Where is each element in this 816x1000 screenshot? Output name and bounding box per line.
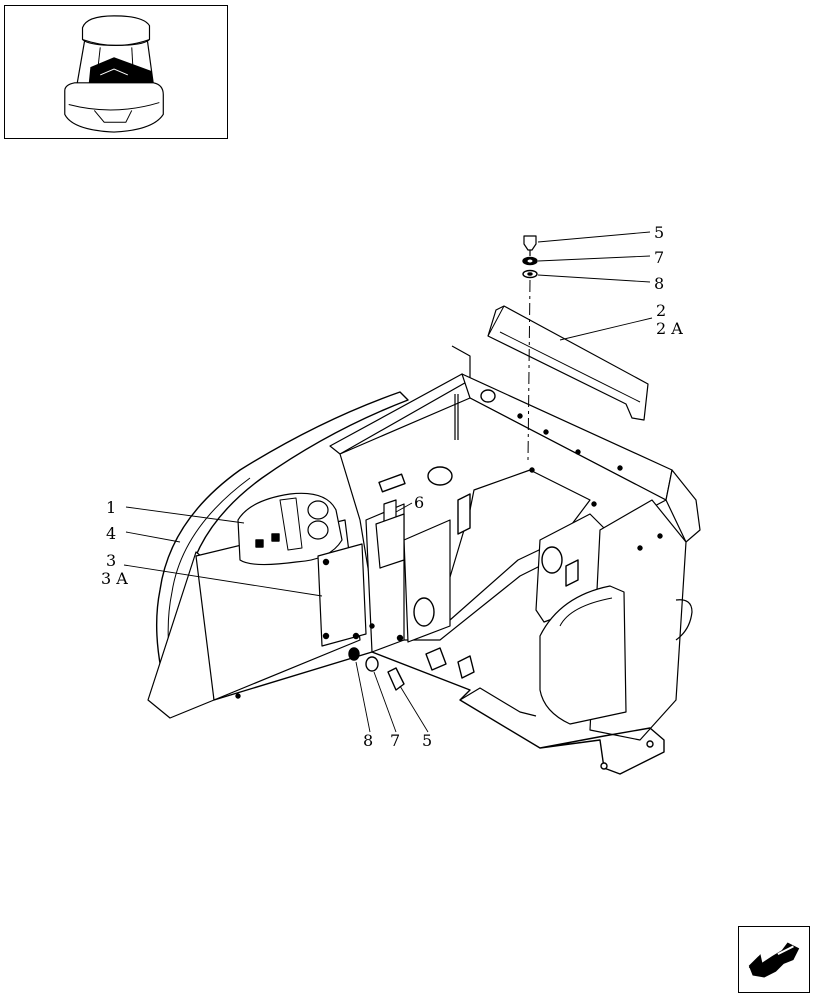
callout-top-8: 8 xyxy=(654,274,664,293)
arrow-back-icon xyxy=(748,942,800,978)
back-navigation-button[interactable] xyxy=(738,926,810,993)
callout-2: 2 xyxy=(656,301,666,320)
callout-bottom-8: 8 xyxy=(363,731,373,750)
platform-assembly-drawing xyxy=(147,235,701,775)
callout-3a: 3 A xyxy=(101,569,128,588)
callout-4: 4 xyxy=(106,524,116,543)
machine-overview-thumbnail xyxy=(4,5,228,139)
callout-bottom-5: 5 xyxy=(422,731,432,750)
callout-top-5: 5 xyxy=(654,223,664,242)
callout-2a: 2 A xyxy=(656,319,683,338)
callout-leaders xyxy=(123,231,653,733)
callout-top-7: 7 xyxy=(654,248,664,267)
callout-6: 6 xyxy=(414,493,424,512)
machine-thumbnail-drawing xyxy=(64,15,164,133)
callout-1: 1 xyxy=(106,498,116,517)
callout-labels: 5 7 8 2 2 A 1 4 3 3 A 6 8 7 5 xyxy=(101,223,683,750)
callout-3: 3 xyxy=(106,551,116,570)
callout-bottom-7: 7 xyxy=(390,731,400,750)
